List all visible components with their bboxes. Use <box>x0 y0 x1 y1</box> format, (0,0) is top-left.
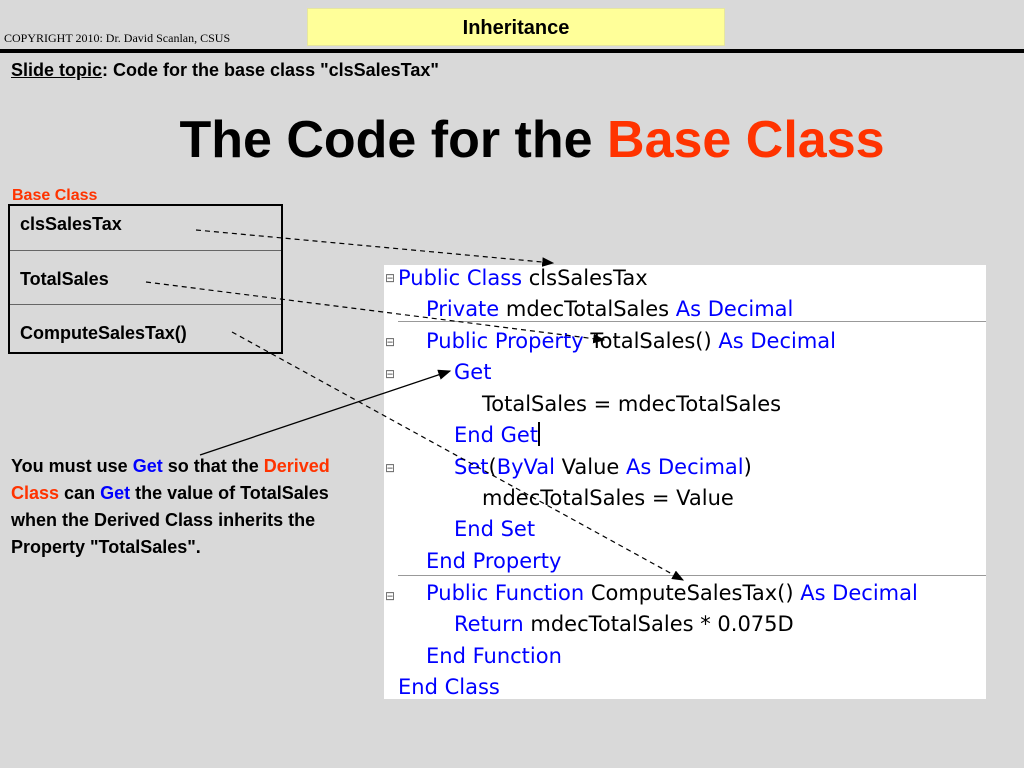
code-keyword: Public Property <box>426 329 584 353</box>
code-panel: ⊟ ⊟ ⊟ ⊟ ⊟ Public Class clsSalesTax Priva… <box>384 265 986 699</box>
code-line: End Set <box>454 516 535 548</box>
arrow-method-to-code <box>231 331 685 581</box>
collapse-icon[interactable]: ⊟ <box>384 589 396 603</box>
uml-method: ComputeSalesTax() <box>20 323 187 343</box>
slide-topic: Slide topic: Code for the base class "cl… <box>11 60 439 81</box>
code-identifier: Value <box>554 455 626 479</box>
code-line: Public Class clsSalesTax <box>398 265 648 297</box>
note-text: You must use <box>11 456 133 476</box>
code-line: mdecTotalSales = Value <box>482 485 734 517</box>
code-keyword: As Decimal <box>718 329 836 353</box>
collapse-icon[interactable]: ⊟ <box>384 367 396 381</box>
code-line: End Property <box>426 548 561 580</box>
code-line: Set(ByVal Value As Decimal) <box>454 454 752 486</box>
note-text: so that the <box>162 456 264 476</box>
code-identifier: clsSalesTax <box>522 266 648 290</box>
code-line: Get <box>454 359 491 391</box>
code-identifier: mdecTotalSales * 0.075D <box>523 612 794 636</box>
code-keyword: End Set <box>454 517 536 541</box>
code-line: End Class <box>398 674 500 706</box>
note-text: the value of TotalSales when the Derived… <box>11 483 329 557</box>
code-keyword: ByVal <box>496 455 555 479</box>
code-keyword: End Class <box>398 675 500 699</box>
uml-divider <box>10 304 281 305</box>
code-identifier: ( <box>488 455 497 479</box>
code-line: Return mdecTotalSales * 0.075D <box>454 611 794 643</box>
code-identifier: TotalSales() <box>583 329 719 353</box>
note-get-1: Get <box>132 456 163 476</box>
note-derived-class: Derived Class <box>11 456 330 503</box>
code-keyword: End Get <box>454 423 539 447</box>
code-keyword: End Property <box>426 549 562 573</box>
arrow-property-to-code <box>145 281 606 344</box>
code-separator <box>398 321 986 322</box>
title-part-1: The Code for the <box>179 111 608 169</box>
explanation-note: You must use Get so that the Derived Cla… <box>11 453 341 561</box>
slide-banner: Inheritance <box>307 8 725 46</box>
code-line: TotalSales = mdecTotalSales <box>482 391 781 423</box>
code-keyword: As Decimal <box>626 455 744 479</box>
code-identifier: ) <box>743 455 752 479</box>
note-text: can <box>59 483 101 503</box>
code-identifier: mdecTotalSales = Value <box>482 486 734 510</box>
text-cursor <box>538 422 541 446</box>
code-keyword: End Function <box>426 644 562 668</box>
code-separator <box>398 575 986 576</box>
title-part-2: Base Class <box>607 111 885 169</box>
code-keyword: As Decimal <box>800 581 918 605</box>
code-keyword: Get <box>454 360 492 384</box>
page-title: The Code for the Base Class <box>0 110 1024 170</box>
collapse-icon[interactable]: ⊟ <box>384 271 396 285</box>
code-keyword: Return <box>454 612 524 636</box>
uml-property: TotalSales <box>20 269 109 289</box>
code-keyword: As Decimal <box>675 297 794 321</box>
code-identifier: ComputeSalesTax() <box>584 581 801 605</box>
uml-class-box: clsSalesTax TotalSales ComputeSalesTax() <box>8 204 283 354</box>
slide-topic-label: Slide topic <box>11 60 103 80</box>
uml-divider <box>10 250 281 251</box>
code-line: Public Function ComputeSalesTax() As Dec… <box>426 580 918 612</box>
arrow-note-to-get <box>199 369 452 456</box>
header-rule <box>0 49 1024 53</box>
code-identifier: mdecTotalSales <box>499 297 676 321</box>
slide-topic-text: : Code for the base class "clsSalesTax" <box>102 60 439 80</box>
code-line: End Function <box>426 643 562 675</box>
code-keyword: Public Class <box>398 266 523 290</box>
collapse-icon[interactable]: ⊟ <box>384 335 396 349</box>
uml-class-name: clsSalesTax <box>20 214 122 234</box>
collapse-icon[interactable]: ⊟ <box>384 461 396 475</box>
code-keyword: Set <box>454 455 489 479</box>
code-keyword: Public Function <box>426 581 585 605</box>
code-line: Public Property TotalSales() As Decimal <box>426 328 836 360</box>
code-line: End Get <box>454 422 541 454</box>
arrow-classname-to-code <box>195 229 555 267</box>
copyright-text: COPYRIGHT 2010: Dr. David Scanlan, CSUS <box>4 31 231 45</box>
uml-caption: Base Class <box>12 187 98 204</box>
code-line: Private mdecTotalSales As Decimal <box>426 296 793 328</box>
note-get-2: Get <box>100 483 131 503</box>
code-identifier: TotalSales = mdecTotalSales <box>482 392 782 416</box>
code-keyword: Private <box>426 297 500 321</box>
